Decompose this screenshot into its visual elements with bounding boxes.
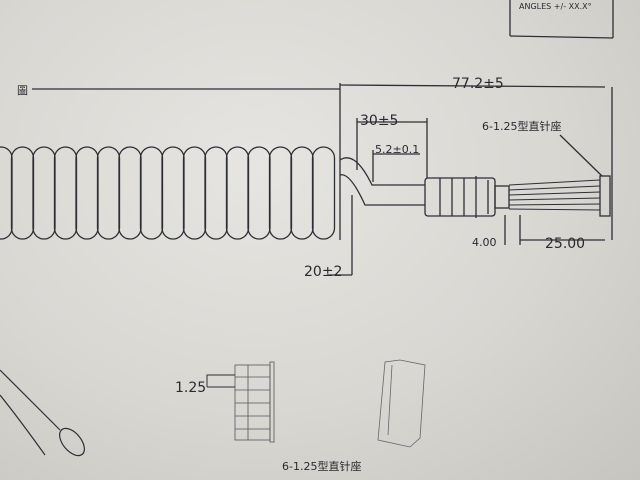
dim-pin-pitch: 1.25	[175, 380, 207, 396]
connector-header	[599, 175, 611, 217]
dim-cable-diameter: 5.2±0.1	[375, 143, 420, 156]
dim-coil-offset: 20±2	[304, 264, 343, 280]
coil-loop	[161, 146, 185, 240]
coil-loop	[225, 146, 250, 240]
dim-overall-length: 77.2±5	[452, 76, 504, 92]
dim-strain-relief: 30±5	[360, 113, 399, 129]
coil-loop	[204, 146, 228, 240]
coil-loop	[311, 146, 336, 240]
dim-connector-length: 4.00	[472, 236, 497, 249]
coiled-cable	[0, 146, 336, 240]
dimension-line-overall	[339, 84, 606, 88]
connector-front-view	[234, 361, 275, 443]
title-block	[509, 0, 614, 39]
coil-loop	[290, 146, 314, 240]
coil-loop	[139, 146, 164, 240]
cable-exit	[339, 157, 425, 206]
coil-loop	[32, 146, 56, 240]
connector-label-bottom: 6-1.25型直针座	[282, 460, 362, 473]
connector-label-top: 6-1.25型直针座	[482, 120, 562, 133]
coil-loop	[118, 146, 142, 240]
dim-wire-length: 25.00	[545, 236, 586, 252]
coil-loop	[10, 146, 35, 240]
angles-note: ANGLES +/- XX.X°	[519, 2, 592, 11]
coil-loop	[247, 146, 271, 240]
cable-end	[0, 369, 85, 457]
connector-iso-view	[377, 359, 426, 448]
coil-loop	[53, 146, 78, 240]
strain-relief	[424, 176, 510, 218]
coil-loop	[182, 146, 207, 240]
view-label: 圖	[17, 84, 28, 97]
coil-loop	[96, 146, 121, 240]
wires	[508, 179, 601, 211]
coil-loop	[268, 146, 293, 240]
coil-loop	[0, 146, 13, 240]
coil-loop	[75, 146, 99, 240]
